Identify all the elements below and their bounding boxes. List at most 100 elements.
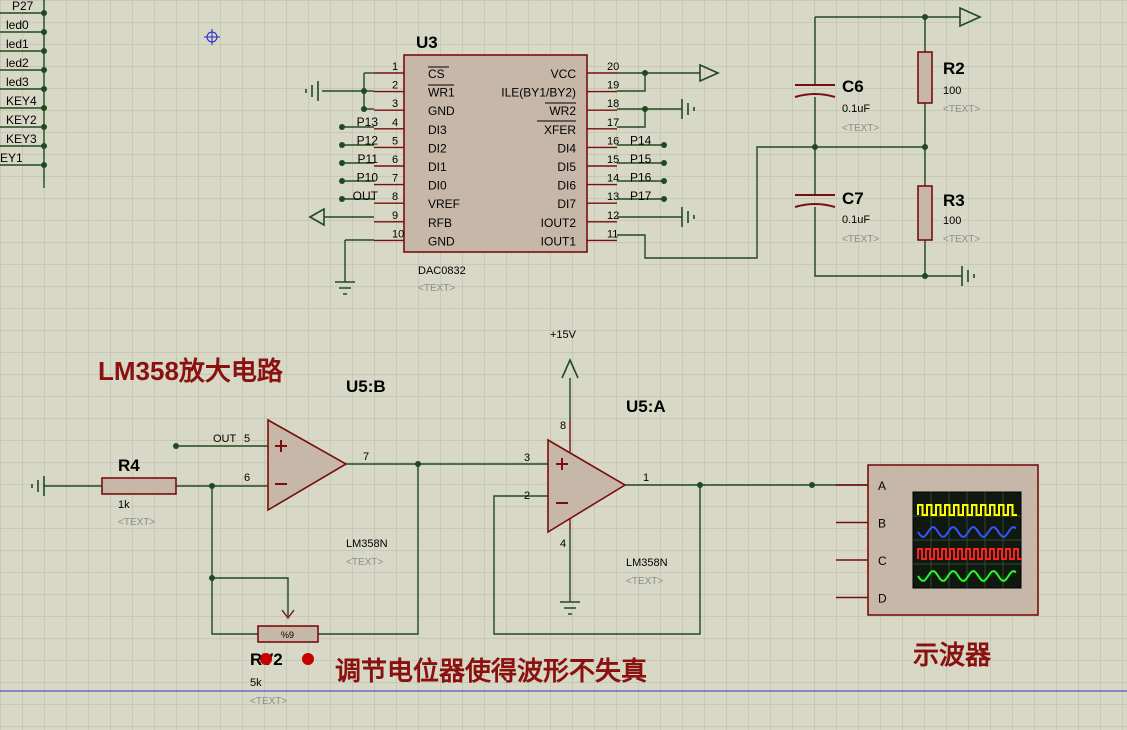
c7-value: 0.1uF <box>842 214 870 226</box>
dac-pin-name: DI2 <box>428 141 447 155</box>
opamp-u5b[interactable] <box>267 418 348 512</box>
dac-pin-name: WR2 <box>549 104 576 118</box>
scope-trace <box>917 570 1017 582</box>
left-net-label: led3 <box>6 75 29 89</box>
u5a-ref: U5:A <box>626 397 666 416</box>
r4-ref: R4 <box>118 456 140 475</box>
left-net-label: led0 <box>6 18 29 32</box>
dac-pin-name: IOUT1 <box>541 234 577 248</box>
dac-pin-name: DI1 <box>428 160 447 174</box>
scope-trace <box>917 548 1022 560</box>
left-net-label: KEY4 <box>6 94 37 108</box>
capacitor-c7[interactable] <box>794 194 836 208</box>
r2-text: <TEXT> <box>943 104 980 115</box>
dac-pin-name: VREF <box>428 197 460 211</box>
dac-pin-number: 6 <box>392 154 398 166</box>
scope-trace <box>917 526 1017 538</box>
dac0832-chip[interactable] <box>403 54 588 253</box>
supply-label: +15V <box>550 329 577 341</box>
scope-channel-label: A <box>878 479 886 493</box>
cursor-crosshair-icon <box>204 29 220 45</box>
dac-pin-name: DI7 <box>557 197 576 211</box>
r4-text: <TEXT> <box>118 517 155 528</box>
resistor-r3[interactable] <box>917 185 933 241</box>
dac-pin-name: ILE(BY1/BY2) <box>501 86 576 100</box>
dac-pin-name: IOUT2 <box>541 216 577 230</box>
dac-pin-number: 1 <box>392 61 398 73</box>
oscilloscope[interactable] <box>867 464 1039 616</box>
c7-ref: C7 <box>842 189 864 208</box>
dac-net-label: P14 <box>630 133 652 147</box>
dac-pin-number: 15 <box>607 154 619 166</box>
u5b-text: <TEXT> <box>346 557 383 568</box>
u5b-pin-out: 7 <box>363 451 369 463</box>
potentiometer-rv2[interactable] <box>257 625 319 643</box>
u5b-part: LM358N <box>346 538 388 550</box>
u5a-pin-minus: 2 <box>524 490 530 502</box>
scope-channel-label: B <box>878 517 886 531</box>
rv2-plus-button-icon[interactable] <box>302 653 314 665</box>
rv2-value: 5k <box>250 677 262 689</box>
c6-text: <TEXT> <box>842 123 879 134</box>
r2-value: 100 <box>943 85 961 97</box>
r2-ref: R2 <box>943 59 965 78</box>
rv2-text: <TEXT> <box>250 696 287 707</box>
u5a-pin-out: 1 <box>643 472 649 484</box>
dac-net-label: P16 <box>630 171 652 185</box>
dac-pin-number: 16 <box>607 135 619 147</box>
scope-trace <box>917 504 1017 516</box>
dac-pin-name: GND <box>428 104 455 118</box>
dac-left-wiring <box>305 72 374 295</box>
rv2-percent: %9 <box>281 630 294 640</box>
dac-pin-number: 13 <box>607 191 619 203</box>
amp-wiring <box>31 358 868 635</box>
dac-pin-name: XFER <box>544 123 576 137</box>
r3-text: <TEXT> <box>943 234 980 245</box>
dac-net-label: OUT <box>353 189 379 203</box>
dac-net-label: P11 <box>358 152 379 166</box>
left-net-label: KEY3 <box>6 132 37 146</box>
dac-pin-name: DI4 <box>557 141 576 155</box>
resistor-r4[interactable] <box>101 477 177 495</box>
scope-channel-label: D <box>878 592 887 606</box>
dac-net-label: P10 <box>357 171 379 185</box>
dac-pin-name: GND <box>428 234 455 248</box>
dac-pin-name: DI0 <box>428 179 447 193</box>
filter-wiring <box>812 6 982 286</box>
left-net-label: led1 <box>6 37 29 51</box>
left-net-label: P27 <box>12 0 34 13</box>
dac-pin-number: 12 <box>607 210 619 222</box>
resistor-r2[interactable] <box>917 51 933 104</box>
u5a-part: LM358N <box>626 557 668 569</box>
u5a-pin-gnd: 4 <box>560 538 566 550</box>
u5a-text: <TEXT> <box>626 576 663 587</box>
capacitor-c6[interactable] <box>794 84 836 98</box>
dac-net-label: P12 <box>357 133 379 147</box>
dac-pin-number: 19 <box>607 80 619 92</box>
dac-pin-name: DI5 <box>557 160 576 174</box>
dac-pin-number: 20 <box>607 61 619 73</box>
c6-value: 0.1uF <box>842 103 870 115</box>
r3-ref: R3 <box>943 191 965 210</box>
scope-label: 示波器 <box>913 640 992 670</box>
u5b-ref: U5:B <box>346 377 386 396</box>
u5b-pin-plus: 5 <box>244 433 250 445</box>
dac-pin-number: 8 <box>392 191 398 203</box>
dac-pin-number: 18 <box>607 98 619 110</box>
rv2-minus-button-icon[interactable] <box>260 653 272 665</box>
amp-title: LM358放大电路 <box>98 356 284 386</box>
dac-pin-number: 14 <box>607 173 619 185</box>
opamp-u5a[interactable] <box>547 420 627 534</box>
dac-net-label: P15 <box>630 152 652 166</box>
dac-pin-name: CS <box>428 67 445 81</box>
left-net-label: EY1 <box>0 151 23 165</box>
dac-part: DAC0832 <box>418 265 466 277</box>
dac-text-placeholder: <TEXT> <box>418 283 455 294</box>
dac-pin-number: 3 <box>392 98 398 110</box>
dac-pin-number: 7 <box>392 173 398 185</box>
c6-ref: C6 <box>842 77 864 96</box>
